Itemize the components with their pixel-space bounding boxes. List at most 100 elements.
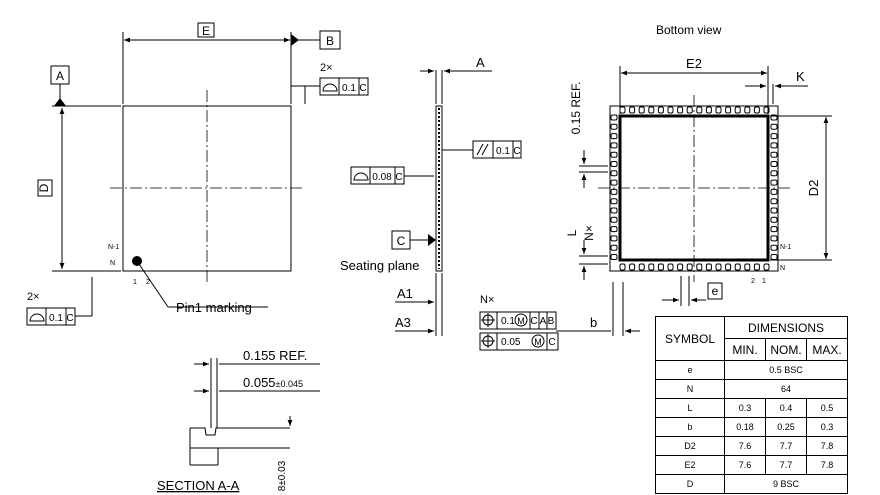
dim-l-label: L	[565, 229, 579, 236]
row-symbol: D	[655, 474, 725, 494]
pad	[629, 263, 636, 271]
datum-c-label: C	[397, 234, 406, 248]
dim-a3-label: A3	[395, 315, 411, 330]
datum-a-label: A	[56, 69, 64, 83]
dim-b-label: b	[590, 315, 597, 330]
side-view: A 0.1 C 0.08 C C Seating plane	[340, 55, 640, 351]
side-body	[435, 105, 443, 272]
pad	[770, 142, 778, 149]
row-value: 9 BSC	[724, 474, 848, 494]
bottom-view: Bottom view E2 K D2 0.15 REF.	[565, 23, 832, 306]
row-symbol: E2	[655, 455, 725, 475]
svg-text:0.08: 0.08	[372, 172, 392, 183]
dim-a1-label: A1	[397, 286, 413, 301]
pad	[744, 263, 751, 271]
svg-text:0.1: 0.1	[501, 316, 515, 327]
row-min: 7.6	[724, 436, 766, 456]
section-title: SECTION A-A	[157, 478, 240, 493]
pad	[734, 263, 741, 271]
row-nom: 0.25	[765, 417, 807, 437]
pad	[610, 226, 618, 233]
pad	[610, 235, 618, 242]
pad	[770, 188, 778, 195]
row-symbol: e	[655, 360, 725, 380]
pad	[610, 198, 618, 205]
svg-text:C: C	[513, 146, 520, 157]
pad	[770, 133, 778, 140]
bottom-view-title: Bottom view	[656, 23, 722, 37]
pad	[610, 142, 618, 149]
dimensions-table: SYMBOL DIMENSIONS MIN. NOM. MAX. e 0.5 B…	[655, 316, 848, 494]
seating-plane-label: Seating plane	[340, 258, 420, 273]
row-nom: 7.7	[765, 436, 807, 456]
dim-e-label: E	[202, 24, 210, 38]
pad	[610, 254, 618, 260]
flatness-frame-bottom: 0.1 C	[26, 307, 76, 326]
svg-text:C: C	[530, 316, 537, 327]
pad	[696, 263, 703, 271]
row-max: 7.8	[806, 436, 848, 456]
pad	[770, 244, 778, 251]
svg-text:C: C	[548, 337, 555, 348]
pad	[705, 263, 712, 271]
pad	[667, 263, 674, 271]
pad	[715, 263, 722, 271]
pad	[686, 106, 693, 114]
row-max: 0.5	[806, 398, 848, 418]
dimensions-header: DIMENSIONS	[724, 316, 848, 339]
pad	[686, 263, 693, 271]
pad	[770, 216, 778, 223]
pin1-dot	[132, 256, 142, 266]
dim-e2-label: E2	[686, 56, 702, 71]
position-frame-1: 0.1 M C A B	[479, 311, 557, 330]
pad	[770, 235, 778, 242]
dim-d2-label: D2	[806, 180, 821, 197]
pad	[610, 188, 618, 195]
pin1-marking-label: Pin1 marking	[176, 300, 252, 315]
pad	[770, 198, 778, 205]
section-side-label: 8±0.03	[277, 460, 288, 491]
pad	[770, 161, 778, 167]
pin-n1-top: N-1	[108, 244, 119, 251]
svg-text:C: C	[359, 83, 366, 94]
top-view: E B 2× 0.1 C A D N-1 N 1 2	[26, 22, 369, 326]
pad	[610, 123, 618, 130]
row-symbol: D2	[655, 436, 725, 456]
table-row: b 0.18 0.25 0.3	[655, 417, 848, 437]
table-row: D 9 BSC	[655, 474, 848, 494]
pad	[770, 254, 778, 260]
pad	[770, 114, 778, 121]
pad	[763, 263, 770, 271]
position-frame-2: 0.05 M C	[479, 332, 559, 351]
symbol-header: SYMBOL	[655, 316, 725, 361]
pad	[610, 244, 618, 251]
pad	[657, 106, 664, 114]
row-min: 0.3	[724, 398, 766, 418]
pad	[648, 106, 655, 114]
pad	[705, 106, 712, 114]
pad	[753, 263, 760, 271]
svg-text:0.05: 0.05	[501, 337, 521, 348]
row-symbol: L	[655, 398, 725, 418]
pin-n-top: N	[110, 260, 115, 267]
row-max: 0.3	[806, 417, 848, 437]
pads-bottom	[619, 263, 770, 271]
pad	[667, 106, 674, 114]
nom-header: NOM.	[765, 338, 807, 361]
row-min: 0.18	[724, 417, 766, 437]
pad	[610, 207, 618, 214]
section-a-a: 0.155 REF. 0.055±0.045 8±0.03 SECTION A-…	[157, 348, 320, 493]
dim-nx-label: N×	[582, 225, 596, 241]
pad	[725, 263, 732, 271]
pad	[770, 123, 778, 130]
pad	[629, 106, 636, 114]
pad	[610, 133, 618, 140]
table-row: E2 7.6 7.7 7.8	[655, 455, 848, 475]
row-nom: 7.7	[765, 455, 807, 475]
pad	[638, 106, 645, 114]
section-dim-label: 0.055±0.045	[243, 375, 303, 390]
parallelism-frame: 0.1 C	[472, 140, 522, 159]
table-row: N 64	[655, 379, 848, 399]
pad	[610, 216, 618, 223]
dim-k-label: K	[796, 69, 805, 84]
